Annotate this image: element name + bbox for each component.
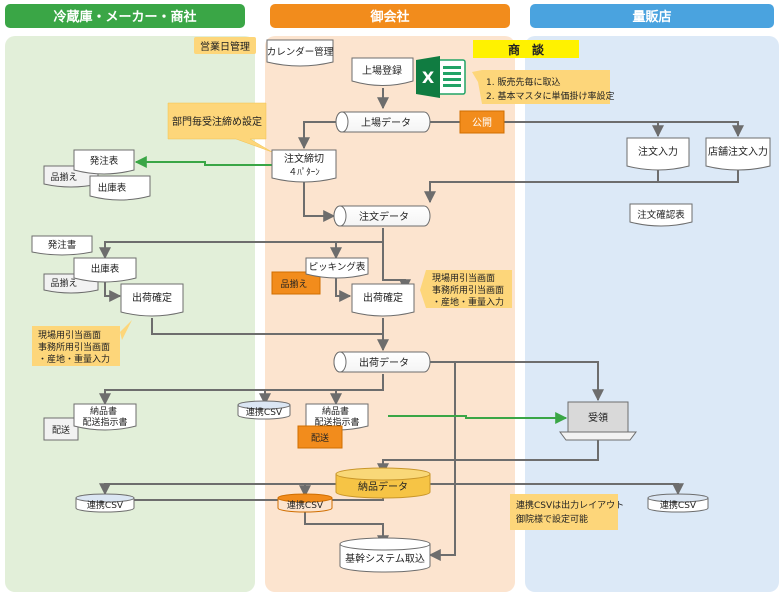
lane-right-bg (525, 36, 779, 592)
picking-list-node[interactable]: ピッキング表 (305, 257, 369, 279)
dept-cutoff-label: 部門毎受注締め設定 (172, 115, 262, 128)
delivery-note-left-line: 配送指示書 (82, 416, 127, 428)
link-csv-mid-label: 連携CSV (246, 406, 283, 418)
purchase-order-b-label: 発注書 (48, 239, 77, 251)
lane-header-center-label: 御会社 (369, 9, 409, 25)
link-csv-center-label: 連携CSV (287, 499, 324, 511)
delivery-note-left-line: 納品書 (90, 405, 117, 417)
stocking-b-label: 品揃え (50, 277, 77, 289)
shipping-confirm-center-label: 出荷確定 (363, 291, 403, 304)
delivery-left-label: 配送 (52, 424, 70, 436)
link-csv-center-store[interactable]: 連携CSV (277, 493, 333, 513)
delivery-note-center-line: 納品書 (322, 405, 349, 417)
link-csv-left-label: 連携CSV (87, 499, 124, 511)
shipping-data-store[interactable]: 出荷データ (333, 351, 431, 373)
shipping-list-a-label: 出庫表 (98, 182, 127, 194)
green-flow-connectors (134, 156, 568, 424)
order-entry-label: 注文入力 (638, 145, 678, 158)
purchase-order-b-node[interactable]: 発注書 (31, 235, 93, 256)
svg-text:X: X (422, 68, 435, 87)
listing-registration-label: 上場登録 (362, 64, 402, 77)
publish-button[interactable]: 公開 (459, 110, 505, 134)
shipping-data-label: 出荷データ (359, 356, 409, 369)
csv-layout-line: 連携CSVは出力レイアウト (516, 499, 624, 511)
negotiation-note-1: 1. 販売先毎に取込 (486, 76, 560, 88)
shipping-list-a-node[interactable]: 出庫表 (89, 175, 151, 201)
lane-header-left-label: 冷蔵庫・メーカー・商社 (53, 9, 196, 25)
store-order-entry-label: 店舗注文入力 (708, 145, 768, 158)
order-cutoff-node[interactable]: 注文締切 ４ﾊﾟﾀｰﾝ (271, 149, 337, 183)
lane-header-right: 量販店 (530, 4, 774, 28)
center-screens-callout: 現場用引当画面 事務所用引当画面 ・産地・重量入力 (420, 270, 512, 308)
left-screens-line: ・産地・重量入力 (38, 353, 110, 365)
order-confirmation-label: 注文確認表 (637, 209, 685, 221)
business-day-label: 営業日管理 (200, 40, 250, 53)
calendar-node[interactable]: カレンダー管理 (266, 39, 334, 67)
csv-layout-text: 連携CSVは出力レイアウト 御院様で設定可能 (516, 499, 627, 525)
purchase-order-a-node[interactable]: 発注表 (73, 149, 135, 175)
csv-layout-callout: 連携CSVは出力レイアウト 御院様で設定可能 (510, 494, 627, 530)
order-confirmation-node[interactable]: 注文確認表 (629, 203, 693, 227)
delivery-data-store[interactable]: 納品データ (335, 467, 431, 499)
shipping-confirm-center-node[interactable]: 出荷確定 (351, 283, 415, 317)
core-system-import-label: 基幹システム取込 (345, 552, 425, 565)
publish-label: 公開 (472, 117, 492, 129)
stocking-center-node[interactable]: 品揃え (271, 271, 321, 295)
order-cutoff-label-2: ４ﾊﾟﾀｰﾝ (288, 167, 320, 178)
shipping-confirm-left-label: 出荷確定 (132, 291, 172, 304)
link-csv-mid-store[interactable]: 連携CSV (237, 400, 291, 420)
lane-header-center: 御会社 (270, 4, 510, 28)
order-data-store[interactable]: 注文データ (333, 205, 431, 227)
delivery-note-center-node[interactable]: 納品書 配送指示書 (305, 403, 369, 431)
negotiation-label: 商 談 (508, 42, 545, 57)
business-day-callout: 営業日管理 (194, 37, 256, 54)
left-screens-callout: 現場用引当画面 事務所用引当画面 ・産地・重量入力 (32, 320, 132, 366)
purchase-order-a-label: 発注表 (90, 155, 119, 167)
shipping-confirm-left-node[interactable]: 出荷確定 (120, 283, 184, 317)
left-screens-line: 現場用引当画面 (38, 329, 101, 341)
center-screens-line: 現場用引当画面 (432, 272, 495, 284)
excel-icon: X (416, 56, 466, 98)
delivery-left-node[interactable]: 配送 (43, 417, 79, 441)
order-cutoff-label-1: 注文締切 (284, 152, 324, 165)
calendar-label: カレンダー管理 (267, 46, 334, 58)
left-screens-line: 事務所用引当画面 (38, 341, 110, 353)
center-screens-text: 現場用引当画面 事務所用引当画面 ・産地・重量入力 (432, 272, 507, 308)
csv-layout-line: 御院様で設定可能 (516, 513, 588, 525)
shipping-list-b-node[interactable]: 出庫表 (73, 257, 137, 283)
stocking-center-label: 品揃え (280, 278, 307, 290)
delivery-note-left-node[interactable]: 納品書 配送指示書 (73, 403, 137, 431)
order-data-label: 注文データ (359, 210, 409, 223)
negotiation-note-2: 2. 基本マスタに単価掛け率設定 (486, 90, 614, 102)
delivery-note-center-text: 納品書 配送指示書 (314, 405, 359, 428)
left-screens-text: 現場用引当画面 事務所用引当画面 ・産地・重量入力 (38, 329, 113, 365)
lane-header-right-label: 量販店 (632, 9, 671, 25)
delivery-data-label: 納品データ (358, 480, 408, 493)
listing-data-store[interactable]: 上場データ (335, 111, 431, 133)
core-system-import-node[interactable]: 基幹システム取込 (339, 537, 431, 573)
center-screens-line: ・産地・重量入力 (432, 296, 504, 308)
receiving-label: 受領 (588, 411, 608, 424)
store-order-entry-node[interactable]: 店舗注文入力 (705, 137, 771, 171)
order-entry-node[interactable]: 注文入力 (626, 137, 690, 171)
negotiation-notes-callout: 1. 販売先毎に取込 2. 基本マスタに単価掛け率設定 (472, 70, 614, 104)
lane-header-left: 冷蔵庫・メーカー・商社 (5, 4, 245, 28)
listing-registration-node[interactable]: 上場登録 (351, 57, 414, 86)
link-csv-right-store[interactable]: 連携CSV (647, 493, 709, 513)
delivery-note-left-text: 納品書 配送指示書 (82, 405, 127, 428)
stocking-a-label: 品揃え (50, 171, 77, 183)
shipping-list-b-label: 出庫表 (91, 263, 120, 275)
listing-data-label: 上場データ (361, 116, 411, 129)
flow-connectors (99, 88, 744, 561)
delivery-center-node[interactable]: 配送 (297, 425, 343, 449)
receiving-node[interactable]: 受領 (559, 401, 637, 441)
delivery-center-label: 配送 (311, 432, 329, 444)
picking-list-label: ピッキング表 (309, 261, 366, 273)
dept-cutoff-callout: 部門毎受注締め設定 (167, 102, 273, 153)
center-screens-line: 事務所用引当画面 (432, 284, 504, 296)
link-csv-right-label: 連携CSV (660, 499, 697, 511)
negotiation-badge: 商 談 (473, 40, 579, 58)
delivery-note-center-line: 配送指示書 (314, 416, 359, 428)
link-csv-left-store[interactable]: 連携CSV (75, 493, 135, 513)
